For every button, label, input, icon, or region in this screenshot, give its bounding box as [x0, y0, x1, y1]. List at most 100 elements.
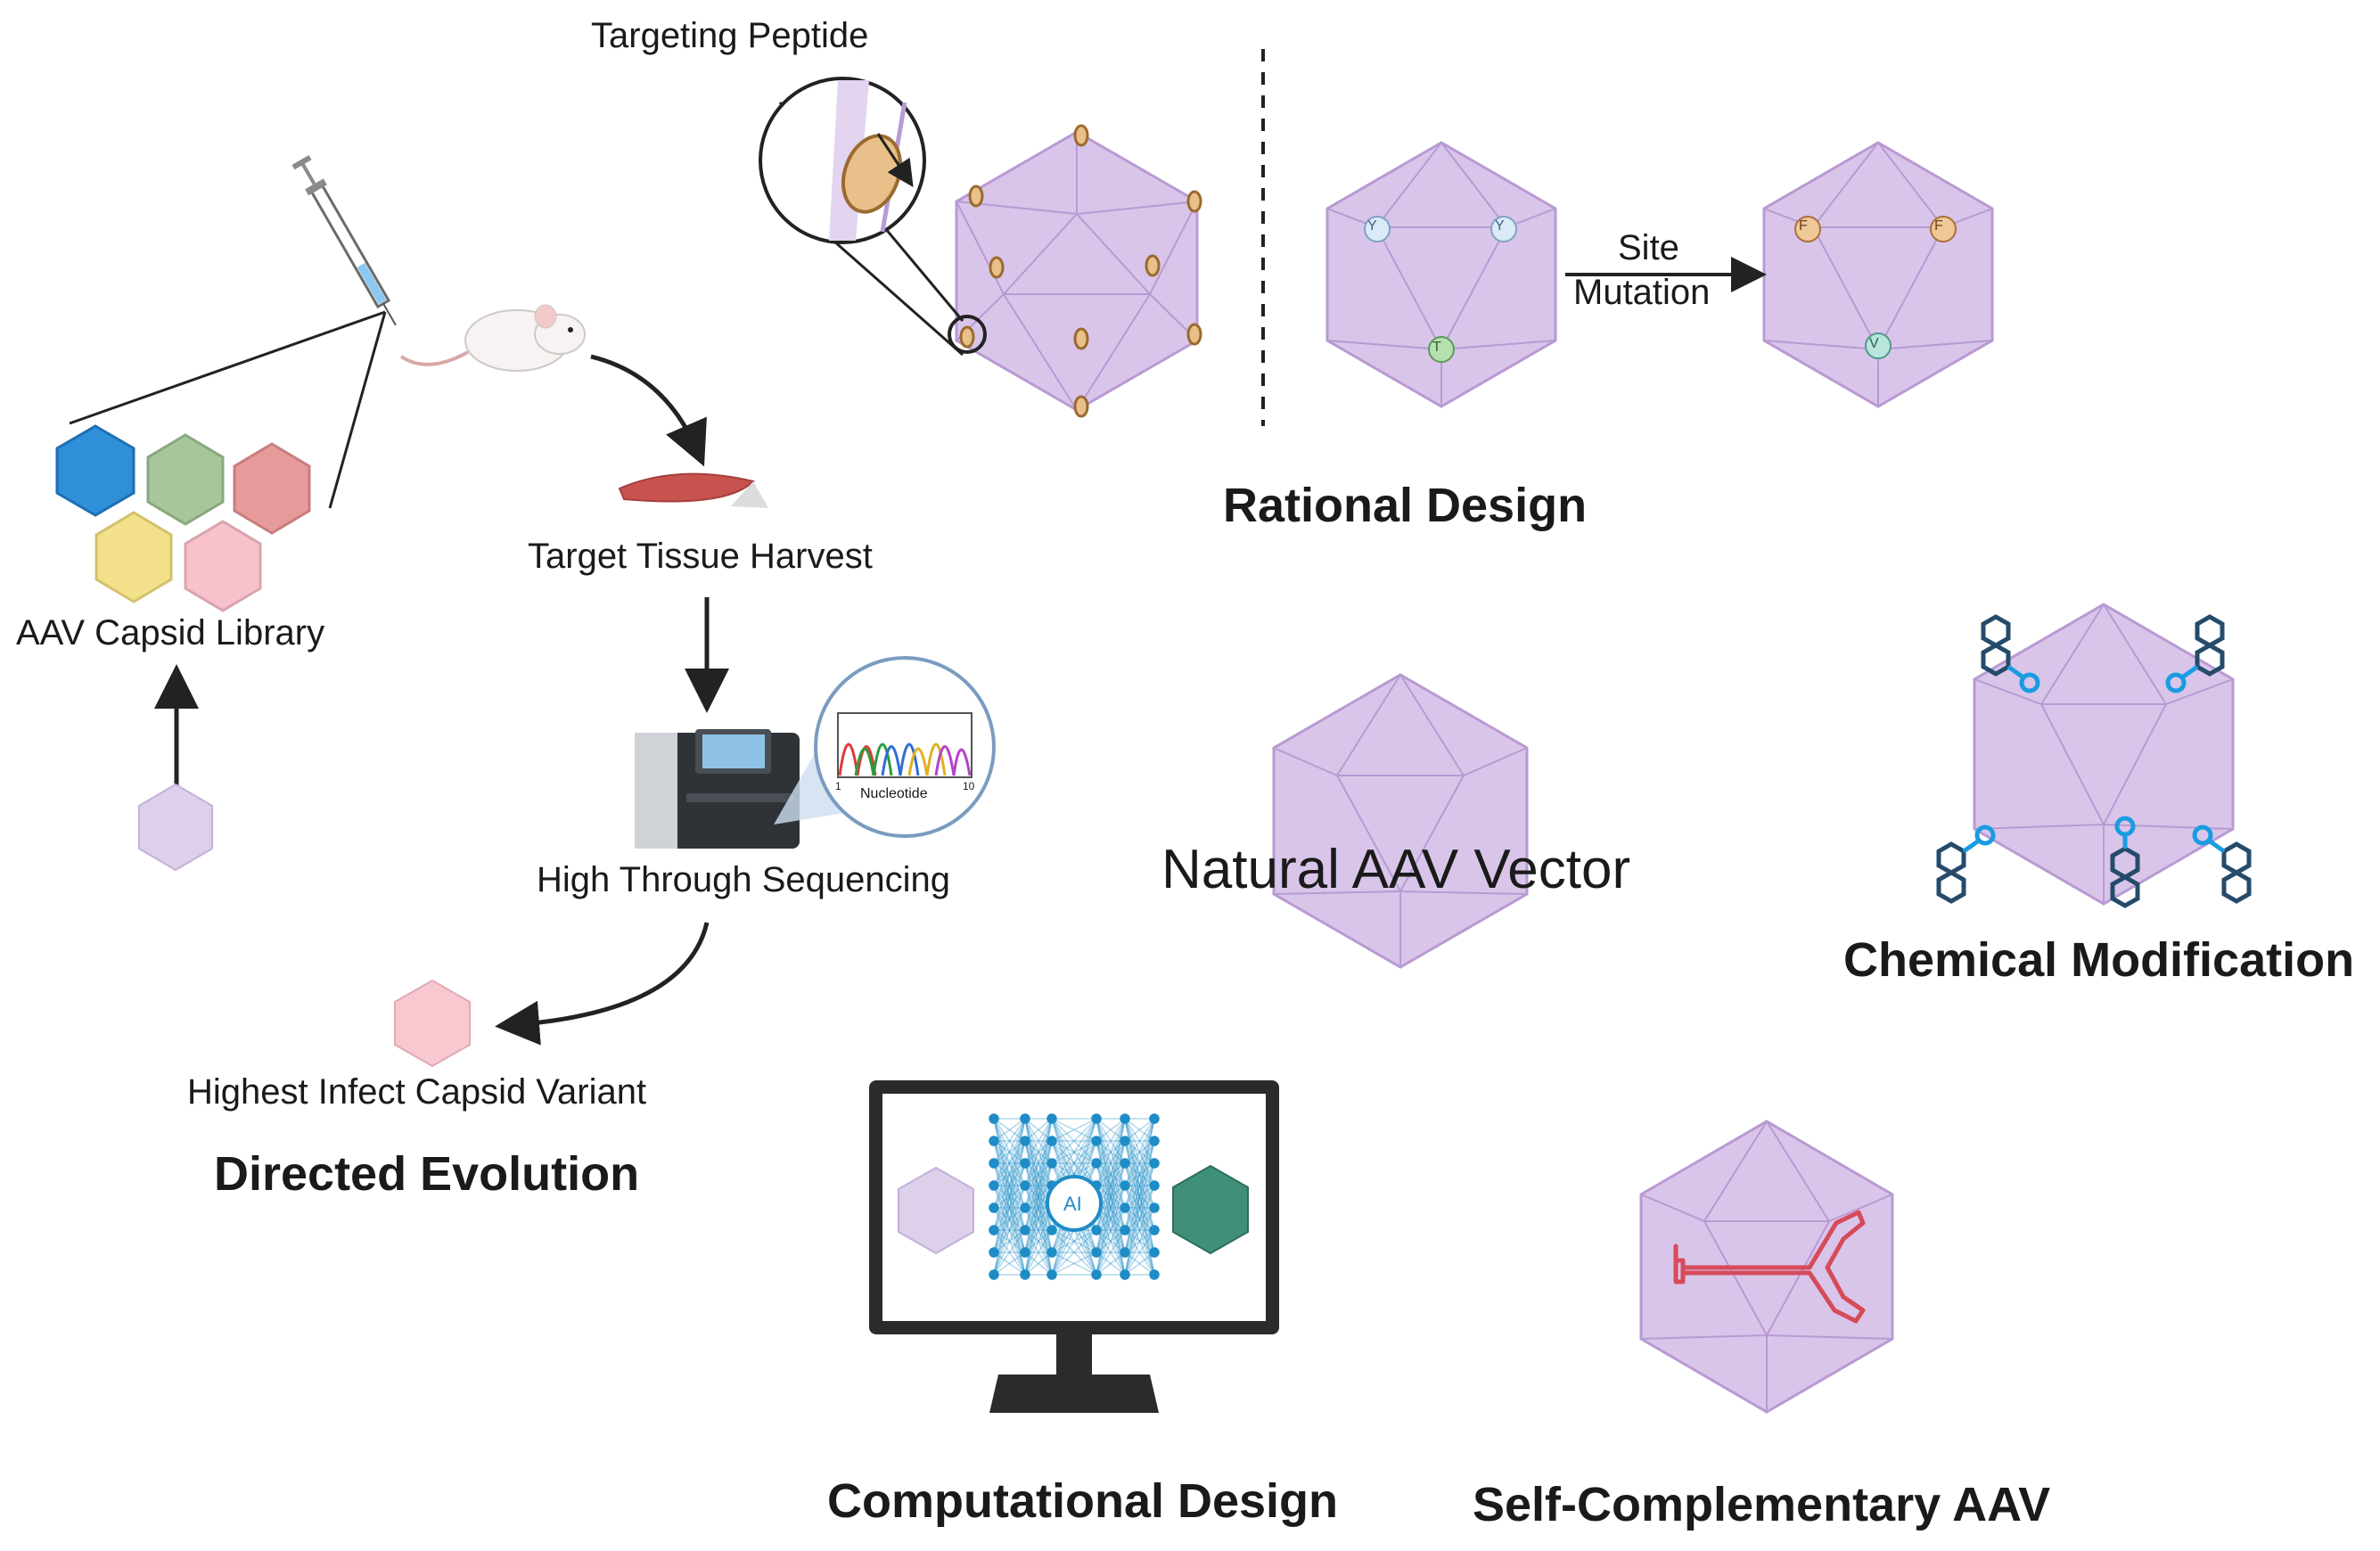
- residue-label-after-1: F: [1799, 218, 1808, 234]
- network-edge: [993, 1207, 1026, 1231]
- network-edge: [1124, 1118, 1155, 1209]
- network-edge: [993, 1118, 1026, 1276]
- network-edge: [1051, 1118, 1097, 1164]
- network-edge: [993, 1185, 1026, 1231]
- network-edge: [1051, 1118, 1097, 1164]
- network-edge: [1051, 1251, 1097, 1276]
- network-edge: [1124, 1162, 1155, 1253]
- input-capsid: [898, 1166, 974, 1255]
- network-edge: [993, 1229, 1026, 1276]
- network-edge: [993, 1185, 1026, 1276]
- network-node: [1149, 1180, 1160, 1191]
- network-edge: [1024, 1251, 1053, 1276]
- network-edge: [1124, 1140, 1155, 1231]
- network-edge: [1124, 1118, 1155, 1142]
- network-edge: [993, 1229, 1026, 1253]
- network-node: [989, 1247, 999, 1258]
- natural-aav-vector-label: Natural AAV Vector: [1161, 839, 1631, 900]
- network-node: [1120, 1202, 1130, 1213]
- sequencer-icon: [635, 729, 800, 849]
- network-edge: [1024, 1118, 1053, 1142]
- network-edge: [1124, 1185, 1155, 1276]
- network-edge: [993, 1162, 1026, 1253]
- network-edge: [1024, 1229, 1053, 1276]
- network-edge: [1096, 1185, 1126, 1253]
- residue-label-before-1: Y: [1367, 218, 1377, 234]
- network-edge: [993, 1140, 1026, 1276]
- high-through-sequencing-label: High Through Sequencing: [537, 860, 951, 899]
- chemical-modification-title: Chemical Modification: [1843, 933, 2355, 987]
- target-tissue-harvest-label: Target Tissue Harvest: [528, 537, 873, 576]
- network-edge: [993, 1207, 1026, 1231]
- network-edge: [1096, 1229, 1126, 1276]
- network-edge: [1096, 1118, 1126, 1186]
- network-edge: [1051, 1118, 1097, 1142]
- network-node: [1149, 1202, 1160, 1213]
- network-edge: [1096, 1207, 1126, 1231]
- network-edge: [1024, 1185, 1053, 1231]
- network-edge: [1124, 1162, 1155, 1231]
- network-edge: [993, 1162, 1026, 1186]
- network-edge: [1124, 1185, 1155, 1231]
- network-edge: [1024, 1140, 1053, 1253]
- network-node: [1046, 1247, 1057, 1258]
- network-edge: [1051, 1251, 1097, 1276]
- network-edge: [1124, 1185, 1155, 1253]
- network-node: [1120, 1269, 1130, 1280]
- network-edge: [1124, 1207, 1155, 1276]
- network-edge: [1024, 1118, 1053, 1142]
- network-edge: [1024, 1118, 1053, 1276]
- rational-design-title: Rational Design: [1223, 479, 1588, 532]
- network-edge: [993, 1140, 1026, 1164]
- network-node: [1120, 1225, 1130, 1235]
- network-edge: [1096, 1207, 1126, 1253]
- network-edge: [993, 1162, 1026, 1253]
- network-edge: [1096, 1207, 1126, 1253]
- network-edge: [1024, 1140, 1053, 1253]
- network-edge: [1096, 1162, 1126, 1186]
- residue-markers: [1364, 216, 1957, 363]
- network-edge: [1024, 1207, 1053, 1253]
- network-node: [1091, 1113, 1102, 1124]
- network-edge: [993, 1207, 1026, 1276]
- network-edge: [1124, 1229, 1155, 1276]
- network-edge: [1124, 1229, 1155, 1276]
- network-edge: [1124, 1185, 1155, 1231]
- network-edge: [1124, 1140, 1155, 1209]
- network-edge: [993, 1140, 1026, 1231]
- mutation-capsid-before: [1325, 141, 1557, 408]
- network-edge: [1096, 1140, 1126, 1164]
- network-edge: [1024, 1229, 1053, 1253]
- small-capsid-start: [138, 783, 213, 872]
- network-node: [1091, 1247, 1102, 1258]
- network-edge: [1024, 1162, 1053, 1186]
- network-edge: [993, 1185, 1026, 1253]
- network-node: [1091, 1225, 1102, 1235]
- network-edge: [1024, 1162, 1053, 1253]
- network-node: [1120, 1180, 1130, 1191]
- network-edge: [1051, 1229, 1097, 1253]
- network-edge: [993, 1140, 1026, 1186]
- network-edge: [1124, 1162, 1155, 1253]
- network-edge: [1024, 1140, 1053, 1186]
- network-edge: [1124, 1185, 1155, 1276]
- network-edge: [1024, 1162, 1053, 1253]
- network-edge: [1096, 1251, 1126, 1276]
- network-edge: [1024, 1118, 1053, 1209]
- network-edge: [1096, 1140, 1126, 1253]
- network-edge: [1024, 1118, 1053, 1209]
- chromatogram-axis-start: 1: [835, 780, 841, 792]
- network-edge: [1051, 1140, 1097, 1186]
- library-connector-lines: [69, 310, 387, 509]
- network-node: [989, 1225, 999, 1235]
- network-edge: [1124, 1162, 1155, 1186]
- network-edge: [1096, 1140, 1126, 1186]
- network-edge: [1124, 1140, 1155, 1186]
- network-edge: [1124, 1162, 1155, 1209]
- network-edge: [993, 1162, 1026, 1276]
- network-edge: [1096, 1185, 1126, 1276]
- network-node: [1149, 1247, 1160, 1258]
- residue-label-before-2: Y: [1495, 218, 1505, 234]
- self-complementary-aav-title: Self-Complementary AAV: [1473, 1478, 2051, 1531]
- network-edge: [1051, 1229, 1097, 1276]
